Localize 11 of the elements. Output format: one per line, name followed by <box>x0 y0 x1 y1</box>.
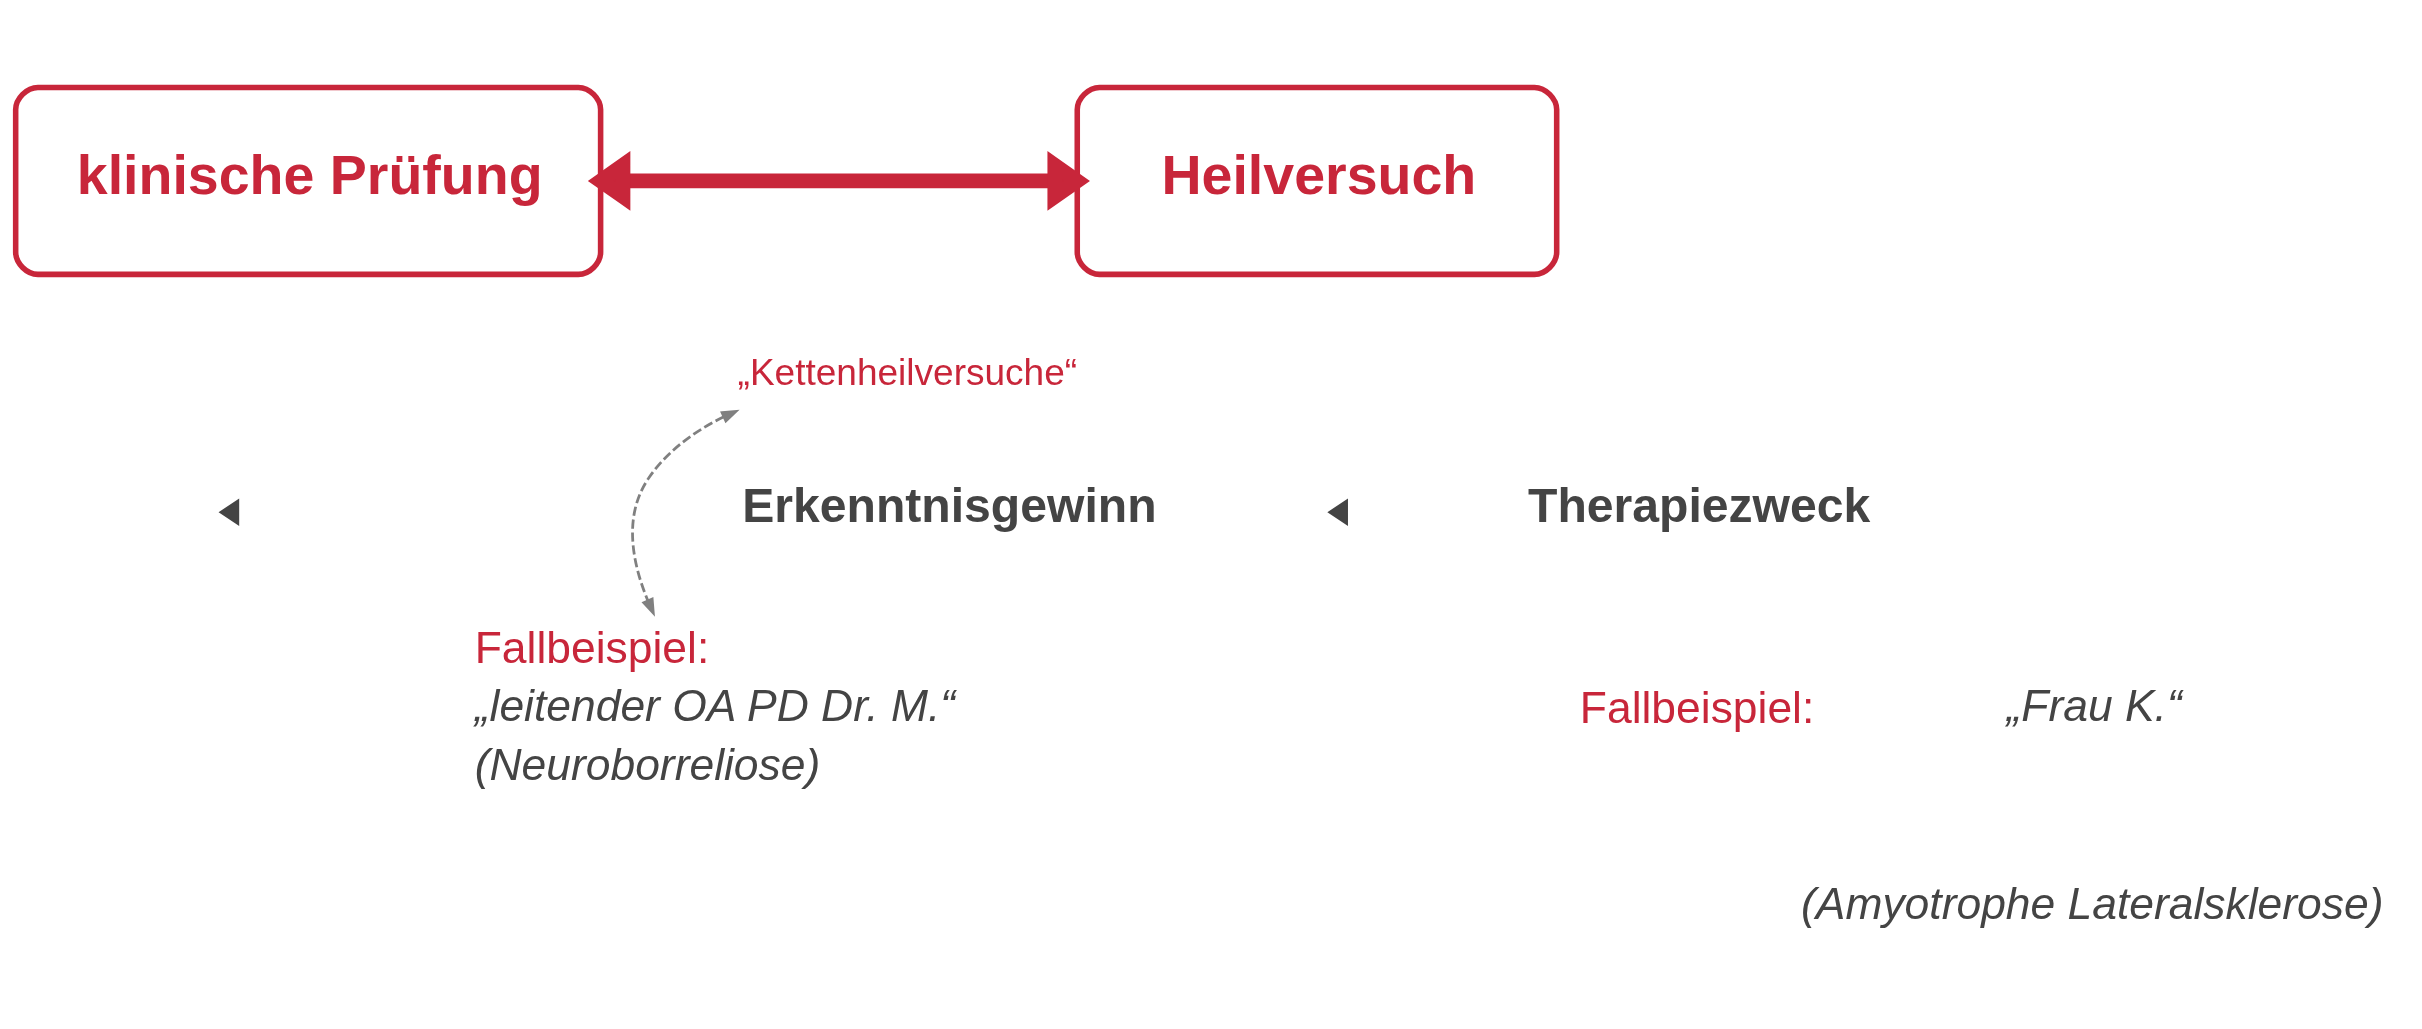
label: (Amyotrophe Lateralsklerose) <box>1801 878 2384 928</box>
label: Erkenntnisgewinn <box>742 477 1157 532</box>
node-box: Heilversuch <box>1074 84 1560 277</box>
label: Therapiezweck <box>1527 477 1871 532</box>
label: Fallbeispiel: <box>1579 682 1815 732</box>
node-text: „Kettenheilversuche“ <box>737 350 1078 393</box>
arrow <box>587 150 1090 211</box>
arrow <box>631 409 740 617</box>
node-box: klinische Prüfung <box>12 84 604 277</box>
label: „Frau K.“ <box>2006 680 2182 730</box>
node-text: Fallbeispiel: „leitender OA PD Dr. M.“ (Neuroborreliose) <box>474 622 956 789</box>
